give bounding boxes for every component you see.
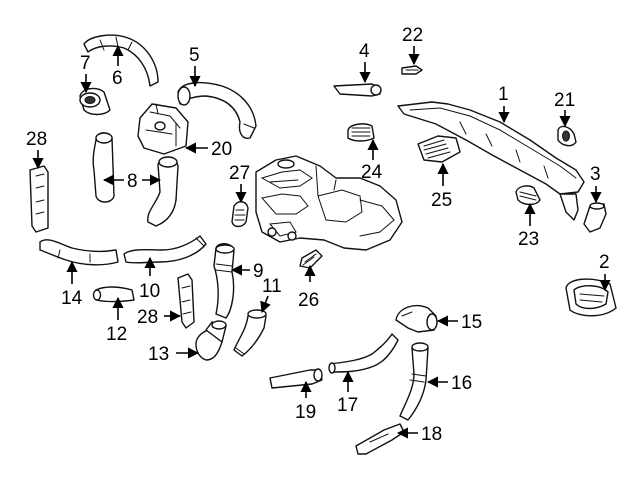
part-8-left-duct [92,132,115,203]
part-9-duct [213,243,235,319]
part-27-vent [231,201,249,228]
part-26-grille [299,249,323,269]
callout-10: 10 [139,281,160,302]
part-11-duct [233,309,267,357]
callout-24: 24 [361,162,383,183]
callout-7: 7 [80,53,91,74]
part-24-vent [347,123,375,142]
callout-5: 5 [189,45,200,66]
callout-19: 19 [295,402,316,423]
callout-3: 3 [590,164,601,185]
callout-20: 20 [211,139,232,160]
part-4-tube [333,83,382,97]
callout-17: 17 [337,395,358,416]
callout-22: 22 [402,25,423,46]
callout-23: 23 [518,229,539,250]
callout-21: 21 [554,90,575,111]
part-23-grille [515,185,541,206]
part-2-side-vent [565,278,617,317]
callout-27: 27 [229,163,250,184]
part-12-duct [92,286,135,303]
part-17-duct [328,333,399,374]
callout-18: 18 [421,424,442,445]
hvac-housing [255,155,403,251]
callout-8: 8 [127,171,138,192]
callout-12: 12 [106,324,127,345]
callout-labels: 1 2 3 4 5 6 7 8 9 10 11 12 13 14 15 16 1… [26,25,610,445]
part-7-elbow [79,87,111,116]
callout-9: 9 [253,261,264,282]
callout-6: 6 [112,68,123,89]
part-5-long-duct [177,81,257,139]
part-21-ring [557,125,577,147]
callout-4: 4 [359,41,370,62]
part-25-vent [417,135,461,163]
part-8-right-duct [147,156,179,227]
callout-28-left: 28 [26,129,47,150]
callout-2: 2 [599,252,610,273]
part-22-clip [401,65,423,75]
leader-lines [32,44,611,439]
callout-15: 15 [461,312,482,333]
part-20-bracket [137,103,189,155]
part-10-duct [123,235,207,264]
callout-16: 16 [451,373,472,394]
part-18-duct [355,423,405,455]
callout-28-middle: 28 [137,307,158,328]
part-14-duct [39,239,119,266]
part-28-middle-strip [177,273,195,329]
part-19-duct [269,368,323,389]
part-3-connector [583,202,607,233]
part-13-elbow [195,320,227,361]
callout-14: 14 [61,288,83,309]
part-1-dash-duct [397,101,585,221]
part-15-elbow [395,304,438,333]
callout-11: 11 [262,276,282,297]
callout-1: 1 [498,84,509,105]
part-28-left-strip [29,165,49,233]
callout-25: 25 [431,190,452,211]
part-16-duct [399,342,429,421]
callout-13: 13 [148,344,169,365]
callout-26: 26 [298,290,319,311]
